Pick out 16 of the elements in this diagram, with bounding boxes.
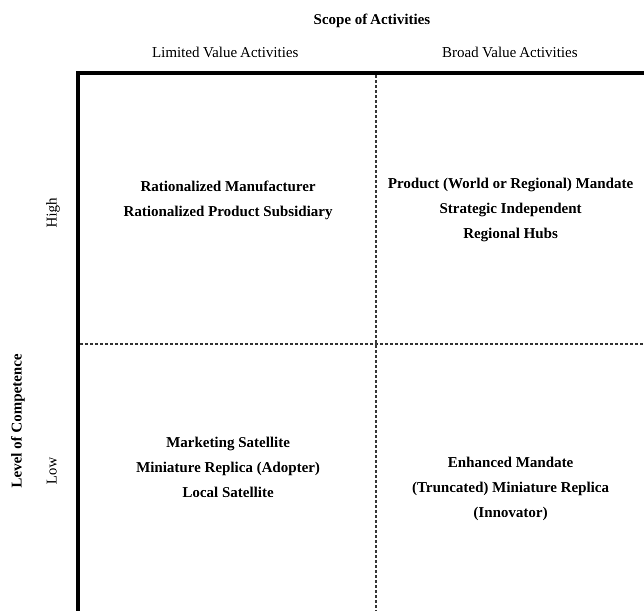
quadrant-text: Enhanced Mandate xyxy=(448,454,574,472)
quadrant-text: Rationalized Product Subsidiary xyxy=(124,202,332,222)
column-header: Broad Value Activities xyxy=(442,44,578,62)
quadrant-text: Miniature Replica (Adopter) xyxy=(136,458,320,478)
quadrant-text: Strategic Independent xyxy=(439,200,582,219)
column-header: Limited Value Activities xyxy=(152,44,298,62)
axis-title: Level of Competence xyxy=(10,352,27,488)
quadrant-text: Regional Hubs xyxy=(463,225,558,244)
quadrant-text: Product (World or Regional) Mandate xyxy=(388,175,634,194)
quadrant-text: Local Satellite xyxy=(182,484,274,502)
quadrant-text: Marketing Satellite xyxy=(166,434,290,452)
row-header: High xyxy=(44,197,62,227)
quadrant-text: Rationalized Manufacturer xyxy=(140,178,316,196)
quadrant-text: (Truncated) Miniature Replica (Innovator) xyxy=(411,478,610,522)
axis-title: Scope of Activities xyxy=(314,12,430,28)
row-header: Low xyxy=(44,456,62,484)
